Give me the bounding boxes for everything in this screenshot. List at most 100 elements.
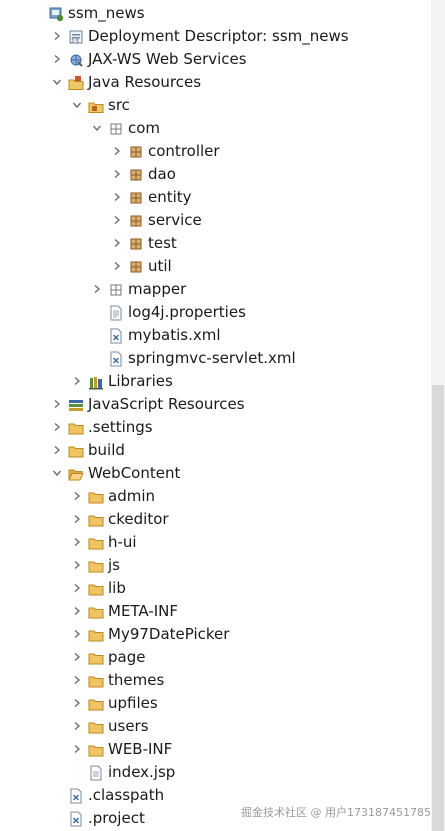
tree-item-label: lib xyxy=(108,579,126,597)
tree-item[interactable]: dao xyxy=(0,163,430,186)
chevron-right-icon[interactable] xyxy=(112,232,124,255)
tree-item[interactable]: WEB-INF xyxy=(0,738,430,761)
chevron-down-icon[interactable] xyxy=(52,71,64,94)
chevron-right-icon[interactable] xyxy=(52,25,64,48)
deployment-descriptor-icon: 2.5 xyxy=(68,29,84,45)
folder-icon xyxy=(88,604,104,620)
chevron-right-icon[interactable] xyxy=(52,439,64,462)
chevron-down-icon[interactable] xyxy=(92,117,104,140)
tree-item[interactable]: users xyxy=(0,715,430,738)
java-resources-icon xyxy=(68,75,84,91)
tree-item[interactable]: Libraries xyxy=(0,370,430,393)
folder-icon xyxy=(88,581,104,597)
tree-item-label: build xyxy=(88,441,125,459)
chevron-right-icon[interactable] xyxy=(72,508,84,531)
tree-item[interactable]: META-INF xyxy=(0,600,430,623)
chevron-right-icon[interactable] xyxy=(112,255,124,278)
tree-item-label: JavaScript Resources xyxy=(88,395,245,413)
tree-item-label: log4j.properties xyxy=(128,303,246,321)
tree-item[interactable]: com xyxy=(0,117,430,140)
tree-item[interactable]: page xyxy=(0,646,430,669)
tree-item-label: .classpath xyxy=(88,786,165,804)
tree-item[interactable]: Java Resources xyxy=(0,71,430,94)
chevron-right-icon[interactable] xyxy=(72,669,84,692)
tree-item[interactable]: ssm_news xyxy=(0,2,430,25)
chevron-right-icon[interactable] xyxy=(72,623,84,646)
package-icon xyxy=(128,259,144,275)
tree-item[interactable]: lib xyxy=(0,577,430,600)
tree-item[interactable]: mapper xyxy=(0,278,430,301)
tree-item[interactable]: build xyxy=(0,439,430,462)
tree-item[interactable]: util xyxy=(0,255,430,278)
chevron-right-icon[interactable] xyxy=(52,416,64,439)
tree-item[interactable]: ckeditor xyxy=(0,508,430,531)
tree-item[interactable]: js xyxy=(0,554,430,577)
empty-package-icon xyxy=(108,121,124,137)
tree-item[interactable]: upfiles xyxy=(0,692,430,715)
tree-item[interactable]: test xyxy=(0,232,430,255)
tree-item[interactable]: service xyxy=(0,209,430,232)
tree-item-label: h-ui xyxy=(108,533,137,551)
package-icon xyxy=(128,167,144,183)
chevron-down-icon[interactable] xyxy=(52,462,64,485)
tree-item[interactable]: .settings xyxy=(0,416,430,439)
tree-item[interactable]: h-ui xyxy=(0,531,430,554)
tree-item[interactable]: src xyxy=(0,94,430,117)
tree-item[interactable]: entity xyxy=(0,186,430,209)
chevron-right-icon[interactable] xyxy=(72,738,84,761)
chevron-right-icon[interactable] xyxy=(72,646,84,669)
tree-item-label: META-INF xyxy=(108,602,179,620)
tree-item-label: index.jsp xyxy=(108,763,176,781)
chevron-right-icon[interactable] xyxy=(112,209,124,232)
watermark-text: 掘金技术社区 @ 用户173187451785 xyxy=(241,806,431,819)
javascript-resources-icon xyxy=(68,397,84,413)
chevron-right-icon[interactable] xyxy=(112,140,124,163)
xml-file-icon xyxy=(68,788,84,804)
chevron-right-icon[interactable] xyxy=(112,163,124,186)
chevron-right-icon[interactable] xyxy=(72,485,84,508)
tree-item[interactable]: WebContent xyxy=(0,462,430,485)
tree-item-label: themes xyxy=(108,671,165,689)
package-icon xyxy=(128,236,144,252)
chevron-right-icon[interactable] xyxy=(72,370,84,393)
web-project-icon xyxy=(48,6,64,22)
tree-item[interactable]: .classpath xyxy=(0,784,430,807)
tree-item[interactable]: JAX-WS Web Services xyxy=(0,48,430,71)
tree-item[interactable]: controller xyxy=(0,140,430,163)
tree-item[interactable]: JavaScript Resources xyxy=(0,393,430,416)
tree-item-label: ssm_news xyxy=(68,4,145,22)
vertical-scrollbar-thumb[interactable] xyxy=(432,385,444,831)
tree-item-label: JAX-WS Web Services xyxy=(88,50,247,68)
tree-item[interactable]: springmvc-servlet.xml xyxy=(0,347,430,370)
tree-item-label: WEB-INF xyxy=(108,740,173,758)
tree-item-label: Libraries xyxy=(108,372,173,390)
chevron-down-icon[interactable] xyxy=(72,94,84,117)
tree-item-label: springmvc-servlet.xml xyxy=(128,349,296,367)
chevron-right-icon[interactable] xyxy=(92,278,104,301)
chevron-right-icon[interactable] xyxy=(72,692,84,715)
xml-file-icon xyxy=(108,351,124,367)
tree-item[interactable]: My97DatePicker xyxy=(0,623,430,646)
chevron-right-icon[interactable] xyxy=(52,393,64,416)
tree-item[interactable]: mybatis.xml xyxy=(0,324,430,347)
chevron-right-icon[interactable] xyxy=(112,186,124,209)
chevron-right-icon[interactable] xyxy=(52,48,64,71)
folder-icon xyxy=(88,719,104,735)
tree-item[interactable]: .project xyxy=(0,807,430,830)
tree-item[interactable]: log4j.properties xyxy=(0,301,430,324)
chevron-right-icon[interactable] xyxy=(72,577,84,600)
chevron-right-icon[interactable] xyxy=(72,554,84,577)
folder-open-icon xyxy=(68,466,84,482)
chevron-right-icon[interactable] xyxy=(72,715,84,738)
folder-icon xyxy=(88,512,104,528)
tree-item-label: util xyxy=(148,257,172,275)
jsp-file-icon xyxy=(88,765,104,781)
chevron-right-icon[interactable] xyxy=(72,600,84,623)
folder-icon xyxy=(88,742,104,758)
tree-item-label: page xyxy=(108,648,146,666)
chevron-right-icon[interactable] xyxy=(72,531,84,554)
tree-item[interactable]: admin xyxy=(0,485,430,508)
tree-item[interactable]: index.jsp xyxy=(0,761,430,784)
tree-item[interactable]: themes xyxy=(0,669,430,692)
